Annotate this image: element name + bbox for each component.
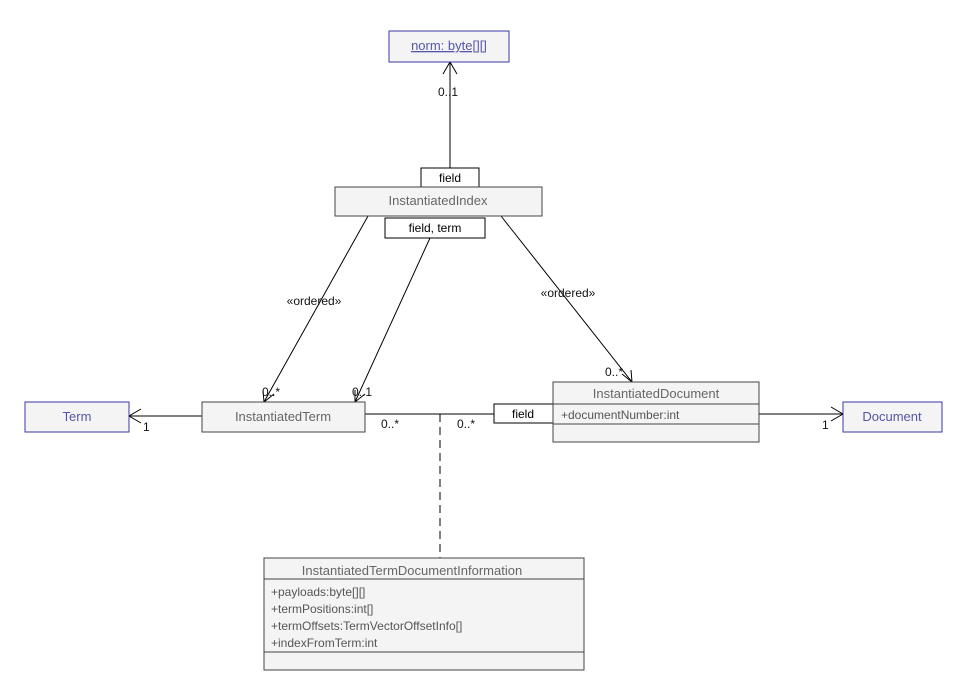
mult-document-one: 1 xyxy=(822,418,829,432)
class-document: Document xyxy=(842,401,943,433)
edge-index-term-ordered xyxy=(263,215,369,403)
class-instantiated-document: InstantiatedDocument +documentNumber:int xyxy=(552,381,760,443)
class-instantiated-index: InstantiatedIndex xyxy=(334,186,543,217)
qualifier-document-field: field xyxy=(493,403,554,424)
qualifier-index-field: field xyxy=(420,167,480,188)
qualifier-document-field-label: field xyxy=(512,407,534,421)
mult-document-ordered: 0..* xyxy=(605,365,623,379)
mult-term-side: 0..* xyxy=(381,417,399,431)
mult-term-qualified: 0..1 xyxy=(352,385,372,399)
class-term-document-information: InstantiatedTermDocumentInformation +pay… xyxy=(263,557,585,671)
class-term-document-information-label: InstantiatedTermDocumentInformation xyxy=(302,563,522,578)
stereotype-index-document: «ordered» xyxy=(541,286,596,300)
class-instantiated-index-label: InstantiatedIndex xyxy=(388,193,488,208)
attr-index-from-term: +indexFromTerm:int xyxy=(271,636,378,650)
attr-document-number: +documentNumber:int xyxy=(561,408,680,422)
attr-term-positions: +termPositions:int[] xyxy=(271,602,373,616)
class-instantiated-document-label: InstantiatedDocument xyxy=(593,386,720,401)
mult-document-side: 0..* xyxy=(457,417,475,431)
qualifier-index-field-term: field, term xyxy=(384,217,486,239)
qualifier-index-field-label: field xyxy=(439,171,461,185)
mult-term-one: 1 xyxy=(143,420,150,434)
qualifier-index-field-term-label: field, term xyxy=(409,221,462,235)
class-instantiated-term: InstantiatedTerm xyxy=(201,401,366,433)
class-norm: norm: byte[][] xyxy=(388,30,510,63)
attr-term-offsets: +termOffsets:TermVectorOffsetInfo[] xyxy=(271,619,462,633)
edge-index-document xyxy=(500,215,633,383)
attr-payloads: +payloads:byte[][] xyxy=(271,585,365,599)
class-document-label: Document xyxy=(862,409,922,424)
class-norm-label: norm: byte[][] xyxy=(411,38,487,53)
class-term: Term xyxy=(24,401,130,433)
mult-norm: 0..1 xyxy=(438,85,458,99)
class-term-label: Term xyxy=(63,409,92,424)
mult-term-ordered: 0..* xyxy=(262,385,280,399)
stereotype-index-term: «ordered» xyxy=(287,294,342,308)
class-instantiated-term-label: InstantiatedTerm xyxy=(235,409,331,424)
edge-index-term-qualified xyxy=(354,237,431,403)
